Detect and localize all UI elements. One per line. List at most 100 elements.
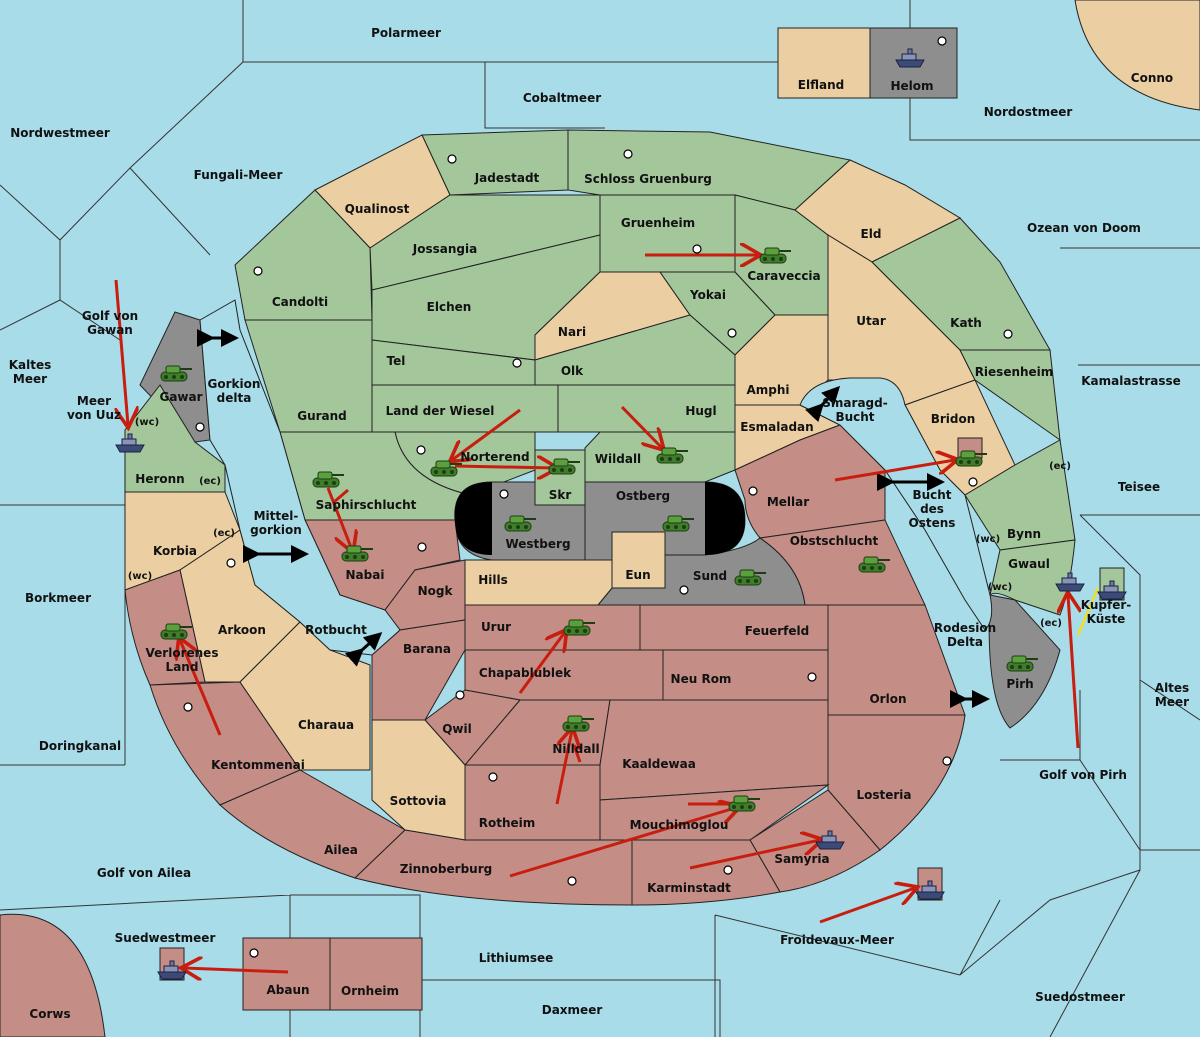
- label-gwaul: Gwaul: [1008, 557, 1050, 571]
- label-orlon: Orlon: [869, 692, 906, 706]
- label-chapablublek: Chapablublek: [479, 666, 572, 680]
- region-jossangia: [369, 194, 601, 291]
- label-daxmeer: Daxmeer: [542, 1003, 603, 1017]
- label-ostberg: Ostberg: [616, 489, 670, 503]
- label-conno: Conno: [1131, 71, 1173, 85]
- label-obstschlucht: Obstschlucht: [790, 534, 879, 548]
- label-borkmeer: Borkmeer: [25, 591, 91, 605]
- label-land-wiesel: Land der Wiesel: [386, 404, 495, 418]
- label-cobaltmeer: Cobaltmeer: [523, 91, 601, 105]
- label-wildall: Wildall: [595, 452, 641, 466]
- label-pirh: Pirh: [1006, 677, 1033, 691]
- label-nabai: Nabai: [346, 568, 385, 582]
- label-gruenheim: Gruenheim: [621, 216, 695, 230]
- label-neu-rom: Neu Rom: [671, 672, 732, 686]
- label-candolti: Candolti: [272, 295, 328, 309]
- ornheim-island: [329, 937, 423, 1011]
- label-nari: Nari: [558, 325, 586, 339]
- label-nilldall: Nilldall: [552, 742, 599, 756]
- abaun-island: [242, 937, 331, 1011]
- label-lithiumsee: Lithiumsee: [479, 951, 554, 965]
- label-teisee: Teisee: [1118, 480, 1160, 494]
- corws-island: [0, 913, 106, 1037]
- label-nordostmeer: Nordostmeer: [984, 105, 1073, 119]
- label-bynn: Bynn: [1007, 527, 1041, 541]
- label-elchen: Elchen: [427, 300, 472, 314]
- label-uuz-wc: (wc): [135, 417, 159, 428]
- label-suedwestmeer: Suedwestmeer: [115, 931, 216, 945]
- label-amphi: Amphi: [746, 383, 789, 397]
- label-sottovia: Sottovia: [390, 794, 447, 808]
- label-suedostmeer: Suedostmeer: [1035, 990, 1125, 1004]
- label-corws: Corws: [29, 1007, 70, 1021]
- label-qualinost: Qualinost: [345, 202, 410, 216]
- label-kaaldewaa: Kaaldewaa: [622, 757, 696, 771]
- label-westberg: Westberg: [505, 537, 570, 551]
- label-gwaul-wc: (wc): [988, 582, 1012, 593]
- label-bynn-wc: (wc): [976, 534, 1000, 545]
- label-gwaul-ec: (ec): [1040, 618, 1062, 629]
- label-tel: Tel: [387, 354, 406, 368]
- label-olk: Olk: [561, 364, 584, 378]
- adjacency-arrows: [197, 329, 990, 708]
- label-samyria: Samyria: [774, 852, 829, 866]
- label-skr: Skr: [549, 488, 572, 502]
- label-zinnoberburg: Zinnoberburg: [400, 862, 492, 876]
- region-eun: [611, 531, 666, 589]
- label-fungali: Fungali-Meer: [194, 168, 283, 182]
- label-elfland: Elfland: [798, 78, 844, 92]
- label-korbia: Korbia: [153, 544, 197, 558]
- region-kath: [871, 217, 1051, 351]
- label-sund: Sund: [693, 569, 727, 583]
- label-rotheim: Rotheim: [479, 816, 536, 830]
- label-korbia-wc: (wc): [128, 571, 152, 582]
- label-losteria: Losteria: [856, 788, 911, 802]
- label-heronn: Heronn: [135, 472, 184, 486]
- label-nordwestmeer: Nordwestmeer: [10, 126, 110, 140]
- label-golf-ailea: Golf von Ailea: [97, 866, 191, 880]
- label-eld: Eld: [861, 227, 882, 241]
- label-froidevaux: Froidevaux-Meer: [780, 933, 894, 947]
- label-jadestadt: Jadestadt: [474, 171, 540, 185]
- label-gurand: Gurand: [297, 409, 347, 423]
- order-arrows: [114, 255, 1078, 972]
- gorkion-channel: [199, 299, 401, 656]
- westberg-cap: [454, 482, 492, 555]
- region-bynn: [964, 439, 1076, 551]
- label-helom: Helom: [890, 79, 933, 93]
- label-ailea: Ailea: [324, 843, 358, 857]
- label-kamalastrasse: Kamalastrasse: [1081, 374, 1181, 388]
- label-norterend: Norterend: [460, 450, 529, 464]
- label-doringkanal: Doringkanal: [39, 739, 121, 753]
- label-saphirschlucht: Saphirschlucht: [316, 498, 417, 512]
- elfland-island: [777, 27, 871, 99]
- label-smaragd: Smaragd-Bucht: [822, 396, 887, 424]
- region-labels: PolarmeerCobaltmeerNordwestmeerNordostme…: [9, 26, 1189, 1021]
- label-golf-pirh: Golf von Pirh: [1039, 768, 1127, 782]
- label-ozean-doom: Ozean von Doom: [1027, 221, 1141, 235]
- ostberg-cap: [705, 482, 745, 555]
- label-hugl: Hugl: [685, 404, 716, 418]
- label-abaun: Abaun: [266, 983, 309, 997]
- label-kath: Kath: [950, 316, 982, 330]
- label-urur: Urur: [481, 620, 511, 634]
- label-karminstadt: Karminstadt: [647, 881, 731, 895]
- region-gwaul: [989, 539, 1076, 616]
- label-utar: Utar: [856, 314, 886, 328]
- label-rotbucht: Rotbucht: [305, 623, 367, 637]
- label-nogk: Nogk: [418, 584, 454, 598]
- label-riesenheim: Riesenheim: [975, 365, 1054, 379]
- label-mellar: Mellar: [767, 495, 809, 509]
- label-yokai: Yokai: [689, 288, 726, 302]
- label-esmaladan: Esmaladan: [740, 420, 813, 434]
- label-caraveccia: Caraveccia: [747, 269, 820, 283]
- label-hills: Hills: [478, 573, 508, 587]
